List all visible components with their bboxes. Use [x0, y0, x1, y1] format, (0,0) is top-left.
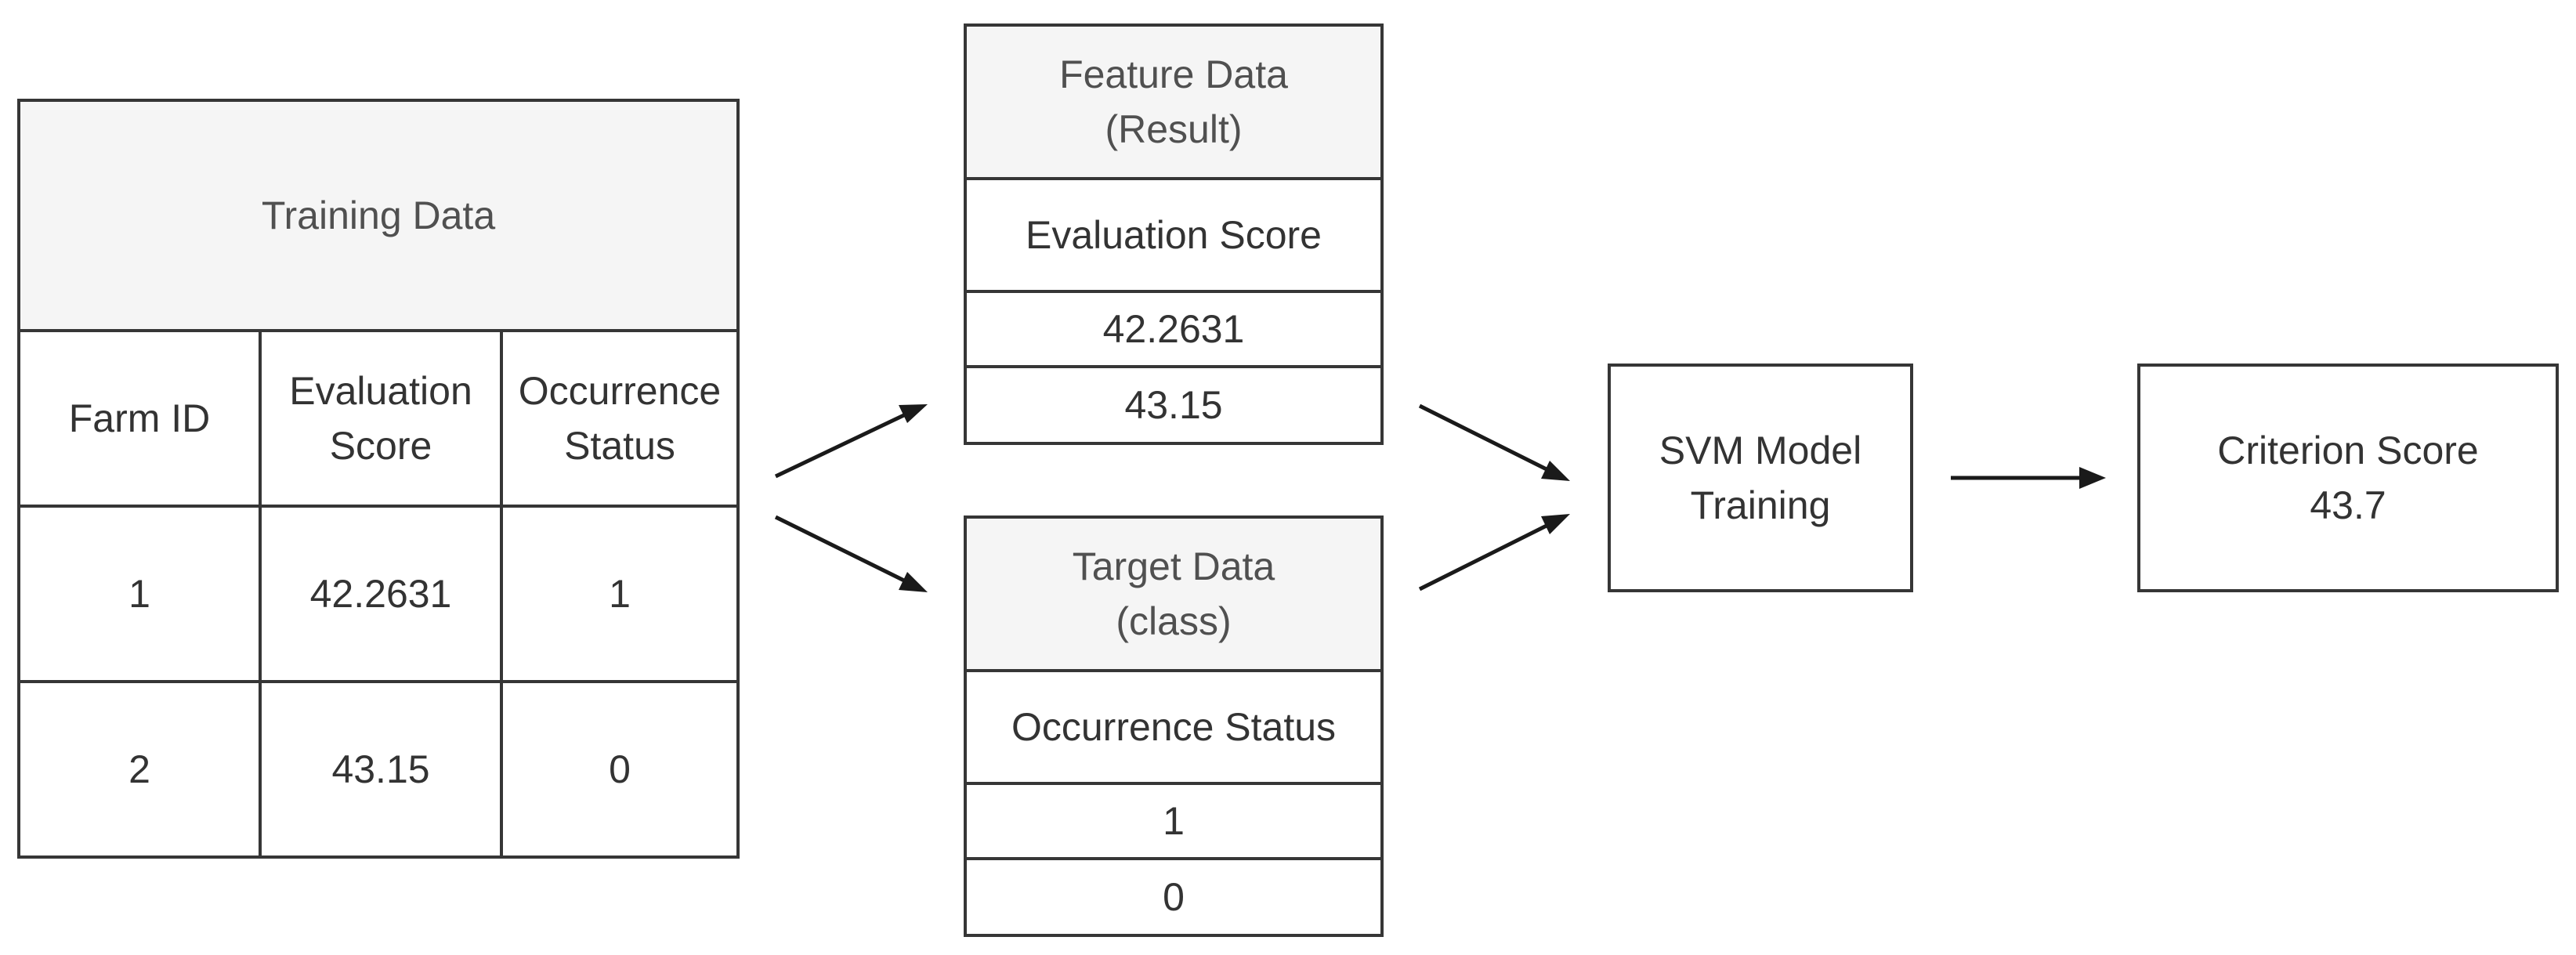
- criterion-score-label: Criterion Score 43.7: [2217, 429, 2479, 527]
- svm-model-training-box: SVM Model Training: [1608, 364, 1913, 592]
- feature-data-value: 43.15: [1124, 383, 1223, 427]
- svm-model-training-label: SVM Model Training: [1659, 429, 1862, 527]
- arrowhead: [2079, 467, 2106, 489]
- column-header-occurrence-status: Occurrence Status: [518, 369, 722, 468]
- feature-data-table: Feature Data (Result) Evaluation Score 4…: [964, 24, 1384, 445]
- training-data-title: Training Data: [20, 102, 736, 329]
- target-data-table: Target Data (class) Occurrence Status 1 …: [964, 515, 1384, 937]
- target-data-column-header: Occurrence Status: [1011, 705, 1337, 749]
- column-header-evaluation-score: Evaluation Score: [289, 369, 472, 468]
- table-cell: 0: [609, 747, 631, 791]
- column-header-farm-id: Farm ID: [68, 396, 211, 440]
- target-data-title: Target Data (class): [967, 519, 1380, 669]
- training-data-table: Training Data Farm ID Evaluation Score O…: [17, 99, 740, 859]
- arrow-to-target-data: [774, 515, 910, 585]
- arrowhead: [899, 404, 928, 423]
- table-cell: 1: [128, 572, 150, 616]
- target-data-value: 1: [1163, 799, 1185, 843]
- table-cell: 43.15: [331, 747, 430, 791]
- arrow-target-to-svm: [1418, 521, 1553, 591]
- arrow-feature-to-svm: [1418, 403, 1553, 474]
- arrowhead: [899, 572, 928, 592]
- target-data-value: 0: [1163, 875, 1185, 919]
- feature-data-value: 42.2631: [1102, 307, 1245, 351]
- arrowhead: [1541, 461, 1570, 481]
- table-cell: 1: [609, 572, 631, 616]
- arrow-to-feature-data: [774, 411, 910, 479]
- criterion-score-box: Criterion Score 43.7: [2137, 364, 2559, 592]
- table-cell: 42.2631: [309, 572, 452, 616]
- feature-data-title: Feature Data (Result): [967, 27, 1380, 177]
- arrowhead: [1541, 514, 1570, 534]
- table-cell: 2: [128, 747, 150, 791]
- feature-data-column-header: Evaluation Score: [1025, 213, 1322, 257]
